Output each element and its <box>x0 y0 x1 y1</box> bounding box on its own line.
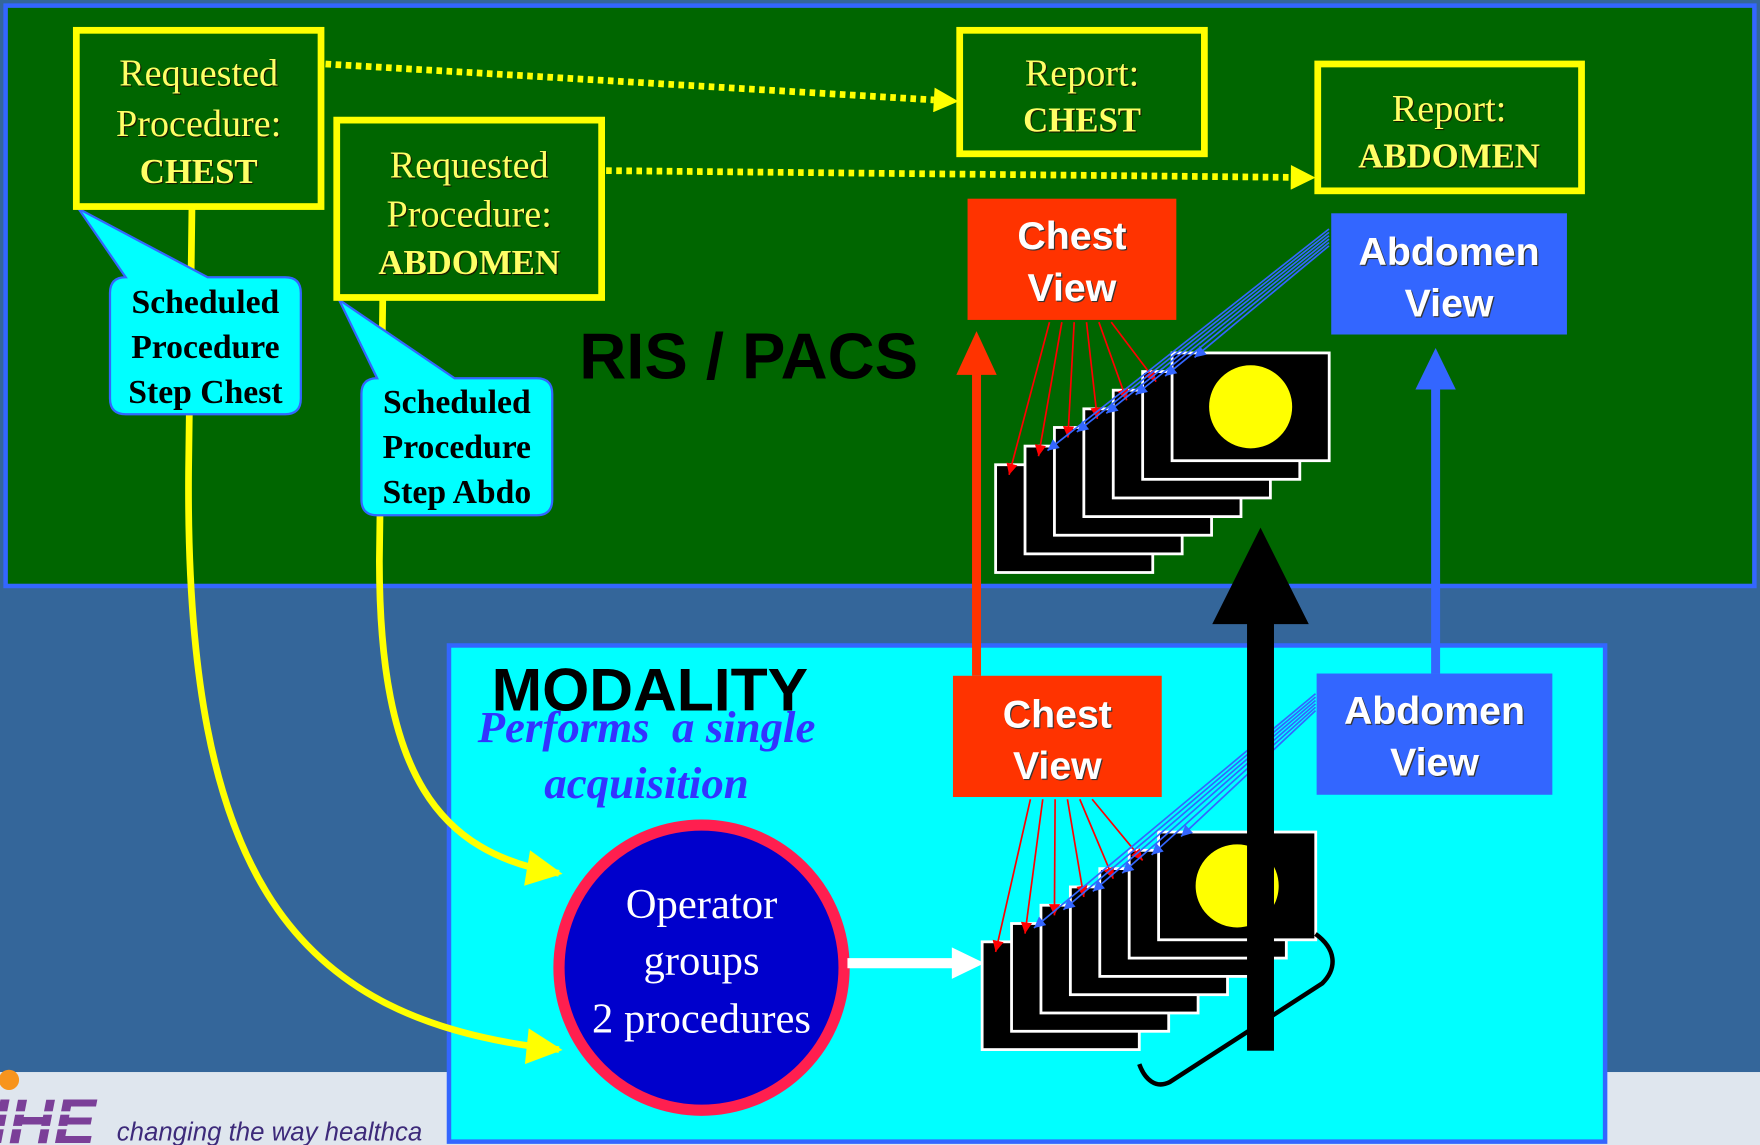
yellow-disc-icon <box>1206 363 1295 451</box>
sps-chest-callout: Scheduled Procedure Step Chest <box>77 207 302 416</box>
abdomen-report-dotted-arrow <box>606 165 1316 190</box>
report-abdomen-box: Report: ABDOMEN <box>1314 60 1585 195</box>
ris-abdomen-view-line1: Abdomen <box>1359 230 1540 274</box>
requested-procedure-chest-line2: Procedure: <box>116 103 281 145</box>
sps-chest-callout-shape <box>77 207 302 416</box>
sps-chest-line1: Scheduled <box>132 284 280 321</box>
abdomen-view-link-arrow <box>1076 231 1330 433</box>
chest-view-link-arrow <box>1085 322 1102 420</box>
chest-view-link-arrow <box>1079 798 1115 880</box>
report-chest-frame <box>956 26 1208 158</box>
report-chest-box: Report: CHEST <box>956 26 1208 158</box>
operator-line3: 2 procedures <box>592 996 811 1043</box>
chest-view-link-arrow <box>1020 799 1044 934</box>
ris-chest-view-fill <box>967 198 1177 320</box>
modality-abdomen-view-line2: View <box>1390 741 1479 785</box>
requested-procedure-abdomen-line1: Requested <box>390 144 549 186</box>
sps-chest-line3: Step Chest <box>128 374 283 411</box>
ris-abdomen-view-box: Abdomen View <box>1331 213 1567 335</box>
logo-stripe <box>0 1111 108 1115</box>
sps-abdo-callout: Scheduled Procedure Step Abdo <box>336 296 554 517</box>
report-chest-line2: CHEST <box>1023 100 1141 139</box>
modality-chest-view-box: Chest View <box>952 675 1162 798</box>
modality-abdomen-view-box: Abdomen View <box>1316 673 1553 795</box>
modality-chest-view-line1: Chest <box>1003 692 1112 736</box>
acquisition-white-arrow <box>847 947 985 979</box>
ris-image-stack <box>994 228 1331 574</box>
sps-chest-line2: Procedure <box>131 329 279 366</box>
abdomen-view-link-arrow <box>1046 228 1330 452</box>
modality-abdomen-view-fill <box>1316 673 1553 795</box>
operator-node: Operator groups 2 procedures <box>553 819 850 1116</box>
requested-procedure-abdomen-line3: ABDOMEN <box>378 243 560 282</box>
modality-subtitle-line2: acquisition <box>544 758 748 808</box>
modality-chest-view-fill <box>952 675 1162 798</box>
requested-procedure-chest-frame <box>72 26 325 210</box>
chest-view-link-arrow <box>1098 321 1129 401</box>
chest-schedule-curve-arrow <box>185 208 563 1065</box>
ris-chest-view-line2: View <box>1028 266 1117 310</box>
chest-view-link-arrow <box>1062 322 1076 438</box>
image-transfer-head <box>1212 527 1309 625</box>
abdomen-view-transfer-arrow <box>1415 347 1456 674</box>
sps-abdo-line3: Step Abdo <box>382 474 531 511</box>
abdomen-view-link-arrow <box>1151 706 1317 856</box>
requested-procedure-chest-line1: Requested <box>119 52 278 94</box>
report-chest-line1: Report: <box>1025 52 1139 94</box>
operator-line1: Operator <box>626 881 778 928</box>
abdomen-view-link-arrow <box>1164 241 1330 377</box>
chest-view-transfer-arrow <box>956 331 997 676</box>
requested-procedure-abdomen-line2: Procedure: <box>387 194 552 236</box>
sps-abdo-callout-shape <box>336 296 554 517</box>
ris-abdomen-view-line2: View <box>1405 282 1494 326</box>
sps-abdo-line2: Procedure <box>383 429 531 466</box>
chest-view-link-arrow <box>1066 799 1088 898</box>
image-transfer-arrow <box>1212 527 1309 1051</box>
logo-sun-icon <box>0 1069 20 1090</box>
abdomen-view-link-arrow <box>1193 245 1330 359</box>
modality-chest-view-line2: View <box>1013 744 1102 788</box>
chest-view-transfer-head <box>956 331 997 375</box>
abdomen-view-link-arrow <box>1092 699 1317 893</box>
abdomen-schedule-curve-arrow <box>376 298 563 886</box>
operator-circle <box>553 819 850 1116</box>
chest-view-link-arrow <box>1006 321 1051 476</box>
acquisition-white-arrow-head <box>951 947 985 979</box>
chest-view-link-arrow <box>1048 799 1061 916</box>
stack-bracket <box>1137 932 1335 1087</box>
requested-procedure-chest-line3: CHEST <box>140 152 258 191</box>
logo-wordmark: IHE <box>0 1087 98 1145</box>
ris-abdomen-view-fill <box>1331 213 1567 335</box>
ihe-logo: IHE <box>0 1069 108 1145</box>
sps-abdo-line1: Scheduled <box>383 384 531 421</box>
operator-line2: groups <box>643 937 759 984</box>
modality-abdomen-view-line1: Abdomen <box>1344 689 1525 733</box>
modality-subtitle-line1: Performs a single <box>477 702 816 752</box>
chest-view-link-arrow <box>992 799 1032 953</box>
ris-chest-view-box: Chest View <box>967 198 1177 320</box>
abdomen-view-transfer-head <box>1415 347 1456 390</box>
requested-procedure-abdomen-frame <box>333 116 605 301</box>
requested-procedure-chest-box: Requested Procedure: CHEST <box>72 26 325 210</box>
footer-tagline: changing the way healthca <box>117 1119 422 1145</box>
chest-report-dotted-arrow <box>325 60 959 113</box>
requested-procedure-abdomen-box: Requested Procedure: ABDOMEN <box>333 116 605 301</box>
report-abdomen-line1: Report: <box>1392 88 1506 130</box>
report-abdomen-frame <box>1314 60 1585 195</box>
image-transfer-shaft <box>1247 620 1274 1051</box>
modality-title: MODALITY <box>492 656 808 724</box>
ris-pacs-title: RIS / PACS <box>579 319 918 392</box>
chest-view-link-arrow <box>1034 322 1063 457</box>
report-abdomen-line2: ABDOMEN <box>1358 136 1540 175</box>
logo-stripe <box>0 1125 108 1130</box>
ris-chest-view-line1: Chest <box>1017 214 1126 258</box>
